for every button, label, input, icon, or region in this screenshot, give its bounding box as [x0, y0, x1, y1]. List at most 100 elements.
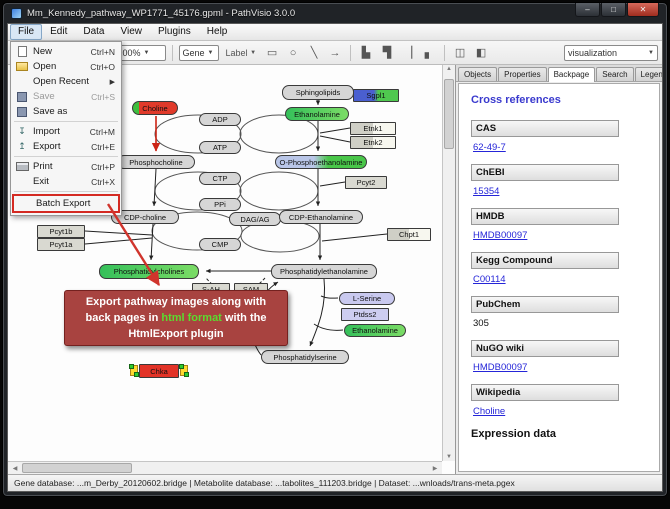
- menu-separator: [14, 121, 118, 122]
- file-menu-item-new[interactable]: New Ctrl+N: [11, 44, 121, 59]
- xref-link-kegg[interactable]: C00114: [473, 274, 506, 285]
- export-icon: ↥: [18, 141, 26, 151]
- pathway-node[interactable]: PPi: [199, 198, 241, 211]
- pathway-node[interactable]: Pcyt2: [345, 176, 387, 189]
- pathway-node[interactable]: CDP-Ethanolamine: [279, 210, 363, 224]
- pathway-node[interactable]: Ethanolamine: [285, 107, 349, 121]
- close-button[interactable]: ✕: [627, 3, 659, 17]
- pathway-node[interactable]: Sphingolipids: [282, 85, 354, 100]
- batch-export-highlight-box: Batch Export: [12, 194, 120, 213]
- xref-header-chebi: ChEBI: [471, 164, 619, 181]
- xref-header-hmdb: HMDB: [471, 208, 619, 225]
- maximize-button[interactable]: □: [601, 3, 626, 17]
- tab-backpage[interactable]: Backpage: [547, 67, 596, 82]
- file-menu-item-open[interactable]: Open Ctrl+O: [11, 59, 121, 74]
- menu-help[interactable]: Help: [206, 26, 228, 37]
- app-window: Mm_Kennedy_pathway_WP1771_45176.gpml - P…: [2, 2, 668, 497]
- file-menu-item-batch-export[interactable]: Batch Export: [36, 198, 91, 209]
- scroll-right-icon[interactable]: ▶: [432, 466, 438, 472]
- selection-handle[interactable]: [129, 364, 139, 377]
- xref-header-cas: CAS: [471, 120, 619, 137]
- selection-handle[interactable]: [179, 364, 189, 377]
- distribute-horizontal-button[interactable]: ◫: [454, 47, 466, 59]
- zoom-combobox[interactable]: 100%▼: [113, 44, 166, 61]
- align-top-button[interactable]: ▕: [403, 47, 413, 59]
- rectangle-tool-button[interactable]: ▭: [266, 47, 278, 59]
- align-left-button[interactable]: ▙: [361, 47, 371, 59]
- pathway-node[interactable]: Etnk1: [350, 122, 396, 135]
- menu-file[interactable]: File: [10, 24, 43, 40]
- window-title: Mm_Kennedy_pathway_WP1771_45176.gpml - P…: [27, 7, 296, 19]
- file-menu-item-import[interactable]: ↧ Import Ctrl+M: [18, 126, 115, 137]
- zoom-value: 100%: [117, 47, 141, 58]
- file-menu-item-export[interactable]: ↥ Export Ctrl+E: [18, 141, 115, 152]
- distribute-vertical-button[interactable]: ◧: [475, 47, 487, 59]
- pathway-node[interactable]: O-Phosphoethanolamine: [275, 155, 367, 169]
- xref-link-cas[interactable]: 62-49-7: [473, 142, 506, 153]
- pathway-node[interactable]: DAG/AG: [229, 212, 281, 226]
- file-menu-item-print[interactable]: Print Ctrl+P: [11, 159, 121, 174]
- vertical-scroll-thumb[interactable]: [444, 79, 454, 149]
- xref-section-cas: CAS 62-49-7: [471, 120, 647, 153]
- horizontal-scroll-thumb[interactable]: [22, 463, 132, 473]
- pathway-node[interactable]: ATP: [199, 141, 241, 154]
- xref-link-hmdb[interactable]: HMDB00097: [473, 230, 528, 241]
- pathway-node[interactable]: Pcyt1b: [37, 225, 85, 238]
- pathway-node[interactable]: Phosphatidylethanolamine: [271, 264, 377, 279]
- xref-link-nugo[interactable]: HMDB00097: [473, 362, 528, 373]
- menu-plugins[interactable]: Plugins: [157, 26, 191, 37]
- canvas-horizontal-scrollbar[interactable]: ◀ ▶: [8, 461, 442, 474]
- expression-data-header: Expression data: [471, 428, 556, 440]
- xref-link-chebi[interactable]: 15354: [473, 186, 500, 197]
- tab-legend[interactable]: Legend: [634, 67, 662, 81]
- xref-section-pubchem: PubChem 305: [471, 296, 647, 329]
- pathway-node[interactable]: Ethanolamine: [344, 324, 406, 337]
- menu-data[interactable]: Data: [83, 26, 105, 37]
- file-menu-item-exit[interactable]: Exit Ctrl+X: [33, 176, 115, 187]
- xref-link-wikipedia[interactable]: Choline: [473, 406, 506, 417]
- title-bar[interactable]: Mm_Kennedy_pathway_WP1771_45176.gpml - P…: [3, 3, 667, 23]
- menu-edit[interactable]: Edit: [50, 26, 68, 37]
- pathway-node[interactable]: Ptdss2: [341, 308, 389, 321]
- pathway-node[interactable]: Chpt1: [387, 228, 431, 241]
- pathway-node[interactable]: Choline: [132, 101, 178, 115]
- tab-objects[interactable]: Objects: [458, 67, 498, 81]
- backpage-panel: Cross references CAS 62-49-7 ChEBI 15354…: [458, 83, 660, 472]
- datanode-combobox[interactable]: Gene▼: [178, 44, 219, 61]
- annotation-text: with the HtmlExport plugin: [128, 311, 267, 340]
- scroll-down-icon[interactable]: ▼: [446, 454, 452, 460]
- file-menu-item-open-recent[interactable]: Open Recent ▶: [33, 76, 115, 87]
- visualization-combobox[interactable]: visualization▼: [564, 44, 658, 61]
- pathway-node[interactable]: CMP: [199, 238, 241, 251]
- align-bottom-button[interactable]: ▖: [424, 47, 434, 59]
- file-menu-item-save[interactable]: Save Ctrl+S: [11, 89, 121, 104]
- toolbar-separator: [444, 44, 446, 61]
- canvas-vertical-scrollbar[interactable]: ▲ ▼: [442, 65, 455, 461]
- pathway-node[interactable]: ADP: [199, 113, 241, 126]
- annotation-callout: Export pathway images along with back pa…: [64, 290, 288, 346]
- pathway-node[interactable]: Etnk2: [350, 136, 396, 149]
- tab-search[interactable]: Search: [596, 67, 634, 81]
- pathway-node[interactable]: L-Serine: [339, 292, 395, 305]
- pathway-node[interactable]: Pcyt1a: [37, 238, 85, 251]
- minimize-button[interactable]: –: [575, 3, 600, 17]
- scroll-left-icon[interactable]: ◀: [12, 466, 18, 472]
- label-tool-button[interactable]: Label ▼: [222, 44, 261, 62]
- chevron-down-icon: ▼: [250, 49, 257, 56]
- pathway-node[interactable]: Phosphatidylcholines: [99, 264, 199, 279]
- file-menu-item-save-as[interactable]: Save as: [11, 104, 121, 119]
- line-tool-button[interactable]: ╲: [310, 47, 318, 59]
- pathway-node[interactable]: Phosphatidylserine: [261, 350, 349, 364]
- menu-view[interactable]: View: [120, 26, 142, 37]
- pathway-node[interactable]: CTP: [199, 172, 241, 185]
- arrow-tool-button[interactable]: →: [329, 46, 341, 59]
- pathway-node[interactable]: Sgpl1: [353, 89, 399, 102]
- scroll-up-icon[interactable]: ▲: [446, 66, 452, 72]
- pathway-node[interactable]: Chka: [129, 364, 189, 378]
- oval-tool-button[interactable]: ○: [289, 46, 297, 59]
- align-right-button[interactable]: ▜: [382, 47, 392, 59]
- side-panel: Objects Properties Backpage Search Legen…: [456, 65, 662, 474]
- tab-properties[interactable]: Properties: [498, 67, 547, 81]
- pathway-node[interactable]: Phosphocholine: [117, 155, 195, 169]
